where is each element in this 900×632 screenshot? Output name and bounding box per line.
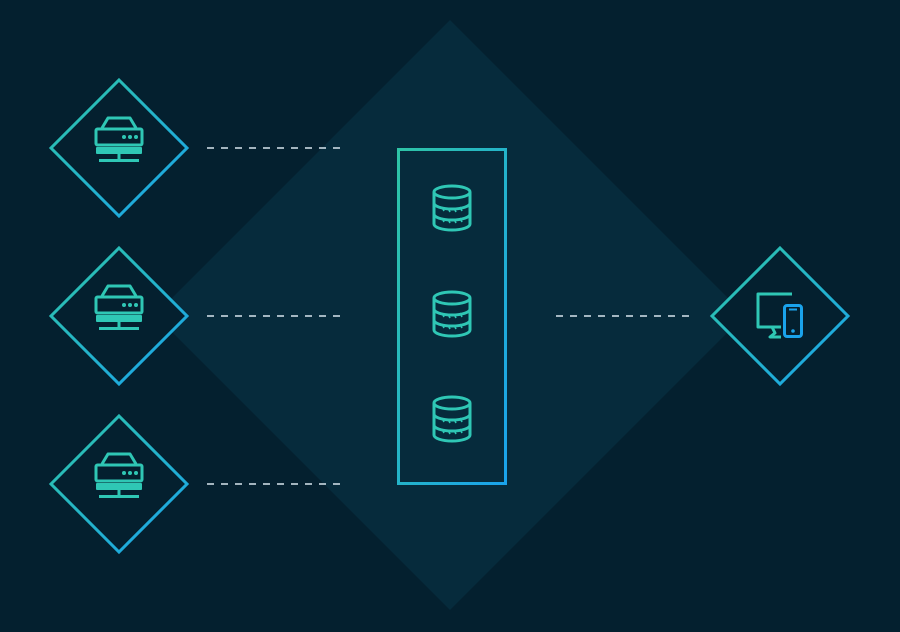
desktop-and-mobile-icon [756, 292, 803, 339]
database-stack [397, 148, 507, 485]
database-stack-frame [397, 148, 507, 485]
server-node-1 [48, 77, 190, 219]
server-node-2 [48, 245, 190, 387]
client-devices-node [709, 245, 851, 387]
connectors [207, 147, 694, 485]
server-node-3 [48, 413, 190, 555]
